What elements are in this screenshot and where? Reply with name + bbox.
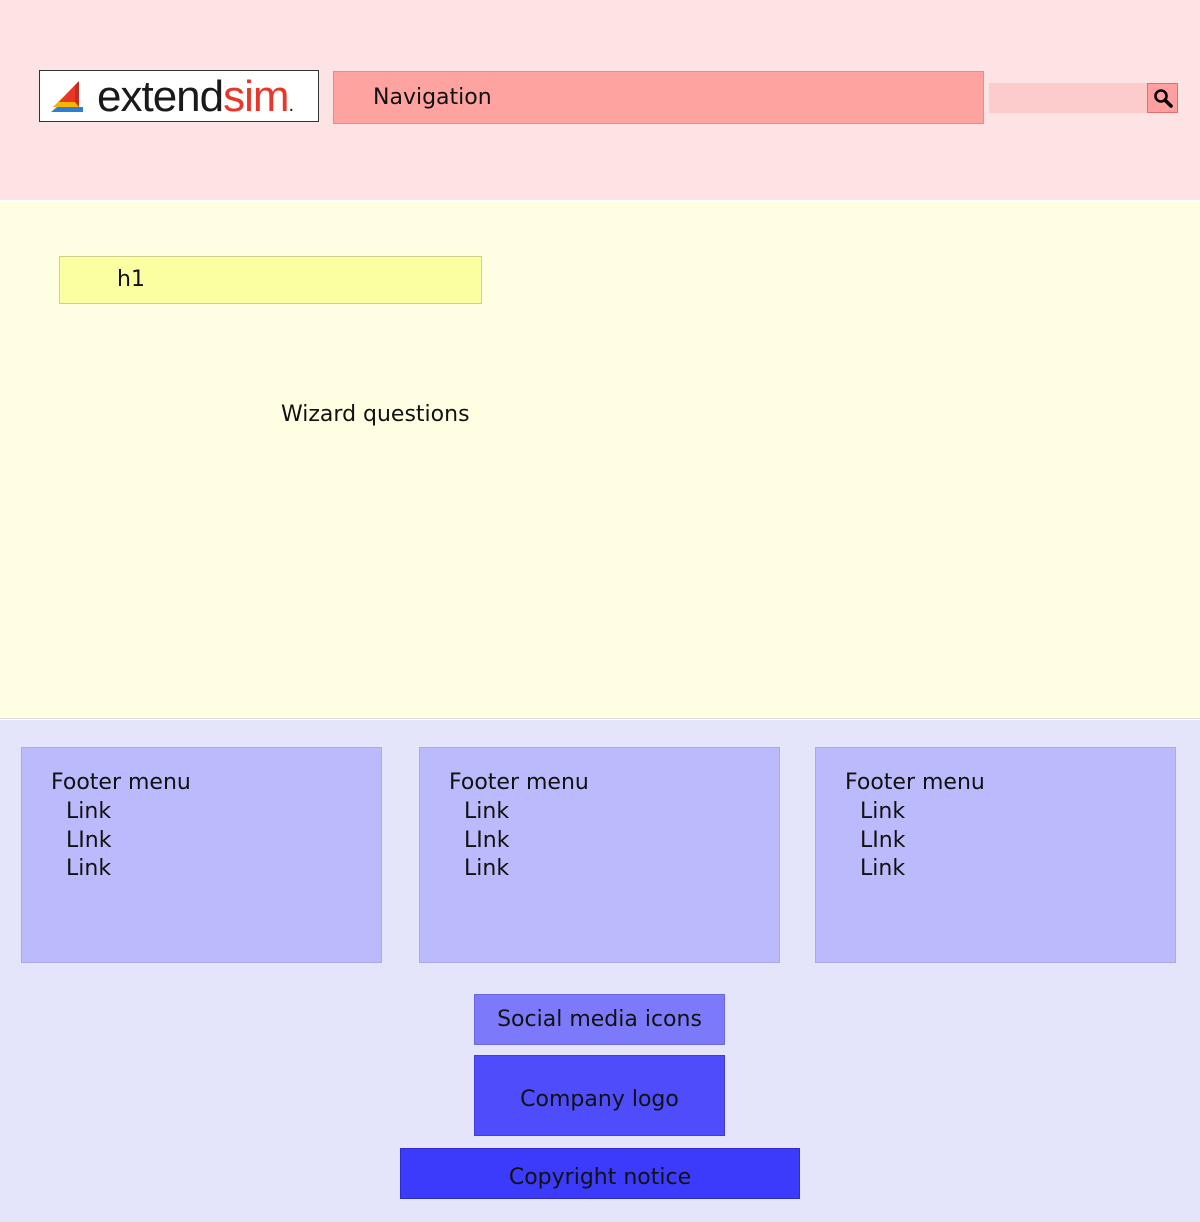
logo-text-sim: sim [223,72,289,121]
social-media-icons[interactable]: Social media icons [474,994,725,1045]
footer-menu-links: Link LInk Link [464,798,509,884]
company-logo[interactable]: Company logo [474,1055,725,1136]
search-icon [1153,89,1173,108]
footer-link[interactable]: Link [860,856,906,881]
footer-link[interactable]: Link [66,799,112,824]
search-button[interactable] [1147,83,1178,113]
footer-menu-links: Link LInk Link [66,798,111,884]
search-input[interactable] [989,83,1149,113]
extendsim-logo[interactable]: extendsim. [39,70,319,122]
logo-text-dot: . [288,94,294,116]
footer-menu-2: Footer menu Link LInk Link [419,747,780,963]
footer-link[interactable]: LInk [860,827,906,853]
footer-link[interactable]: Link [464,856,510,881]
logo-text-extend: extend [97,72,224,121]
footer-link[interactable]: Link [66,856,112,881]
footer-menu-title: Footer menu [449,770,589,795]
logo-wordmark: extendsim. [97,72,294,122]
footer-link[interactable]: Link [464,799,510,824]
page-heading: h1 [59,256,482,304]
navigation-label: Navigation [373,85,492,110]
copyright-notice: Copyright notice [400,1148,800,1199]
logo-mark-icon [51,81,83,112]
main-content: h1 Wizard questions [0,202,1200,719]
page-heading-text: h1 [117,267,145,292]
footer-link[interactable]: LInk [464,827,510,853]
footer-menu-1: Footer menu Link LInk Link [21,747,382,963]
site-footer: Footer menu Link LInk Link Footer menu L… [0,720,1200,1222]
footer-menu-links: Link LInk Link [860,798,905,884]
footer-link[interactable]: LInk [66,827,112,853]
footer-menu-3: Footer menu Link LInk Link [815,747,1176,963]
navigation-bar[interactable]: Navigation [333,71,984,124]
footer-menu-title: Footer menu [845,770,985,795]
footer-link[interactable]: Link [860,799,906,824]
footer-menu-title: Footer menu [51,770,191,795]
wizard-questions: Wizard questions [281,402,470,427]
site-header: extendsim. Navigation [0,0,1200,200]
